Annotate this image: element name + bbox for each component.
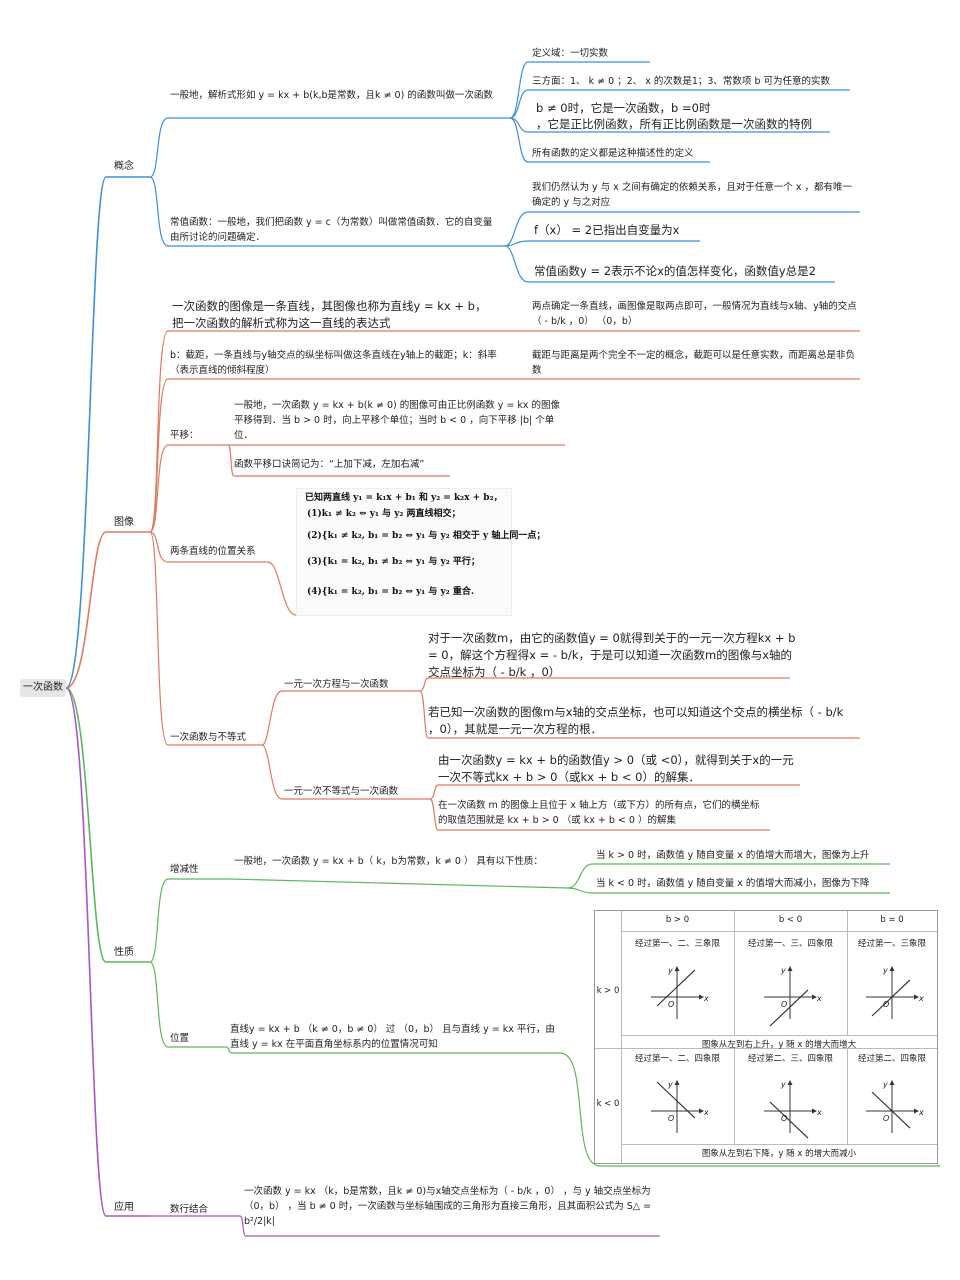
origin-label: O <box>883 1114 889 1123</box>
function-line <box>656 969 696 1007</box>
x-label: x <box>703 1108 709 1117</box>
x-label: x <box>918 1108 924 1117</box>
image-inequality-sub-label[interactable]: 一元一次不等式与一次函数 <box>284 786 399 797</box>
origin-label: O <box>668 1000 674 1009</box>
function-line <box>769 1101 809 1139</box>
graph-0-0: x yO <box>651 966 709 1019</box>
nature-k-negative[interactable]: 当 k < 0 时，函数值 y 随自变量 x 的值增大而减小，图像为下降 <box>596 878 870 889</box>
kneg-bneg-quadrants: 经过第二、三、四象限 <box>747 1054 833 1064</box>
image-inequality-solution-set[interactable]: 在一次函数 m 的图像上且位于 x 轴上方（或下方）的所有点，它们的横坐标的取值… <box>438 800 760 826</box>
two-lines-case-4: (4){k₁ = k₂, b₁ = b₂ ⇔ y₁ 与 y₂ 重合. <box>307 587 474 597</box>
two-lines-intro: 已知两直线 y₁ = k₁x + b₁ 和 y₂ = k₂x + b₂， <box>305 493 503 503</box>
two-lines-case-2: (2){k₁ ≠ k₂, b₁ = b₂ ⇔ y₁ 与 y₂ 相交于 y 轴上同… <box>307 531 546 541</box>
origin-label: O <box>883 1000 889 1009</box>
image-equation-root[interactable]: 若已知一次函数的图像m与x轴的交点坐标，也可以知道这个交点的横坐标（ - b/k… <box>428 705 844 736</box>
kpos-bneg-quadrants: 经过第一、三、四象限 <box>747 939 833 949</box>
image-equation-derivation[interactable]: 对于一次函数m，由它的函数值y = 0就得到关于的一元一次方程kx + b = … <box>428 631 796 679</box>
concept-constant-function[interactable]: 常值函数：一般地，我们把函数 y = c（为常数）叫做常值函数．它的自变量由所讨… <box>170 217 493 243</box>
concept-constant-dependence[interactable]: 我们仍然认为 y 与 x 之间有确定的依赖关系，且对于任意一个 x ，都有唯一确… <box>532 182 852 208</box>
nature-monotonic-label[interactable]: 增减性 <box>170 864 199 875</box>
graph-1-2: x yO <box>866 1080 924 1133</box>
graph-0-1: x yO <box>764 966 822 1027</box>
image-two-lines-label[interactable]: 两条直线的位置关系 <box>170 546 256 557</box>
kpos-bzero-quadrants: 经过第一、三象限 <box>857 939 926 949</box>
image-inequality-derivation[interactable]: 由一次函数y = kx + b的函数值y > 0（或 <0），就得到关于x的一元… <box>438 753 794 784</box>
y-label: y <box>882 966 888 975</box>
function-line <box>871 1091 911 1129</box>
x-label: x <box>816 1108 822 1117</box>
application-label[interactable]: 数行结合 <box>170 1204 209 1215</box>
graph-1-1: x yO <box>764 1080 822 1139</box>
image-intercept-slope[interactable]: b：截距，一条直线与y轴交点的纵坐标叫做这条直线在y轴上的截距；k：斜率（表示直… <box>170 350 497 376</box>
origin-label: O <box>781 1000 787 1009</box>
image-two-points[interactable]: 两点确定一条直线，画图像是取两点即可，一般情况为直线与x轴、y轴的交点 （ - … <box>532 301 857 327</box>
position-table: b > 0 b < 0 b = 0 k > 0 k < 0 经过第一、二、三象限… <box>594 910 938 1164</box>
root-node[interactable]: 一次函数 <box>20 679 66 697</box>
y-label: y <box>780 966 786 975</box>
nature-monotonic-desc[interactable]: 一般地，一次函数 y = kx + b（ k，b为常数，k ≠ 0 ） 具有以下… <box>234 856 543 867</box>
y-label: y <box>667 966 673 975</box>
concept-constant-value[interactable]: 常值函数y = 2表示不论x的值怎样变化，函数值y总是2 <box>534 264 816 278</box>
concept-three-aspects[interactable]: 三方面：1、 k ≠ 0 ；2、 x 的次数是1；3、常数项 b 可为任意的实数 <box>532 76 830 87</box>
x-label: x <box>918 994 924 1003</box>
two-lines-case-3: (3){k₁ = k₂, b₁ ≠ b₂ ⇔ y₁ 与 y₂ 平行； <box>307 557 480 567</box>
concept-b-case[interactable]: b ≠ 0时，它是一次函数，b =0时 <box>536 101 711 115</box>
application-text[interactable]: 一次函数 y = kx （k，b是常数，且k ≠ 0)与x轴交点坐标为（ - b… <box>244 1186 652 1227</box>
image-equation-label[interactable]: 一元一次方程与一次函数 <box>284 679 389 690</box>
graph-0-2: x yO <box>866 966 924 1019</box>
graph-1-0: x yO <box>651 1080 709 1133</box>
branch-nature[interactable]: 性质 <box>114 947 134 958</box>
function-line <box>656 1081 696 1119</box>
image-translate-mnemonic[interactable]: 函数平移口诀简记为：“上加下减，左加右减” <box>234 459 425 470</box>
nature-k-positive[interactable]: 当 k > 0 时，函数值 y 随自变量 x 的值增大而增大，图像为上升 <box>596 850 870 861</box>
image-translate-label[interactable]: 平移： <box>170 430 199 441</box>
col-b-negative: b < 0 <box>778 915 803 925</box>
kneg-bpos-quadrants: 经过第一、二、四象限 <box>634 1054 720 1064</box>
branch-concept[interactable]: 概念 <box>114 161 134 172</box>
kpos-summary: 图象从左到右上升，y 随 x 的增大而增大 <box>701 1040 857 1050</box>
kneg-bzero-quadrants: 经过第二、四象限 <box>857 1054 926 1064</box>
y-label: y <box>882 1080 888 1089</box>
origin-label: O <box>781 1114 787 1123</box>
concept-f-of-x[interactable]: f（x） = 2已指出自变量为x <box>534 223 680 237</box>
nature-position-label[interactable]: 位置 <box>170 1033 190 1044</box>
kneg-summary: 图象从左到右下降，y 随 x 的增大而减小 <box>701 1149 857 1159</box>
two-lines-case-1: (1)k₁ ≠ k₂ ⇔ y₁ 与 y₂ 两直线相交； <box>307 509 461 519</box>
concept-definition[interactable]: 一般地，解析式形如 y = kx + b(k,b是常数，且k ≠ 0) 的函数叫… <box>170 90 493 101</box>
image-intercept-distance[interactable]: 截距与距离是两个完全不一定的概念，截距可以是任意实数，而距离总是非负数 <box>532 350 856 376</box>
col-b-zero: b = 0 <box>880 915 904 925</box>
function-line <box>769 989 809 1027</box>
row-k-negative: k < 0 <box>596 1099 620 1109</box>
branch-application[interactable]: 应用 <box>114 1202 134 1213</box>
y-label: y <box>780 1080 786 1089</box>
origin-label: O <box>668 1114 674 1123</box>
concept-descriptive[interactable]: 所有函数的定义都是这种描述性的定义 <box>532 148 694 159</box>
concept-proportional[interactable]: ，它是正比例函数，所有正比例函数是一次函数的特例 <box>536 117 812 131</box>
branch-image[interactable]: 图像 <box>114 517 134 528</box>
y-label: y <box>667 1080 673 1089</box>
image-inequality-label[interactable]: 一次函数与不等式 <box>170 732 247 743</box>
kpos-bpos-quadrants: 经过第一、二、三象限 <box>634 939 720 949</box>
nature-position-desc[interactable]: 直线y = kx + b （k ≠ 0，b ≠ 0） 过 （0，b） 且与直线 … <box>230 1024 555 1050</box>
col-b-positive: b > 0 <box>665 915 690 925</box>
x-label: x <box>703 994 709 1003</box>
image-line-definition[interactable]: 一次函数的图像是一条直线，其图像也称为直线y = kx + b，把一次函数的解析… <box>172 299 487 330</box>
concept-domain[interactable]: 定义域：一切实数 <box>532 48 609 59</box>
x-label: x <box>816 994 822 1003</box>
image-translate-rule[interactable]: 一般地，一次函数 y = kx + b(k ≠ 0) 的图像可由正比例函数 y … <box>234 400 561 441</box>
two-lines-relation-image: 已知两直线 y₁ = k₁x + b₁ 和 y₂ = k₂x + b₂， (1)… <box>296 488 545 616</box>
function-line <box>871 979 911 1017</box>
row-k-positive: k > 0 <box>596 986 620 996</box>
